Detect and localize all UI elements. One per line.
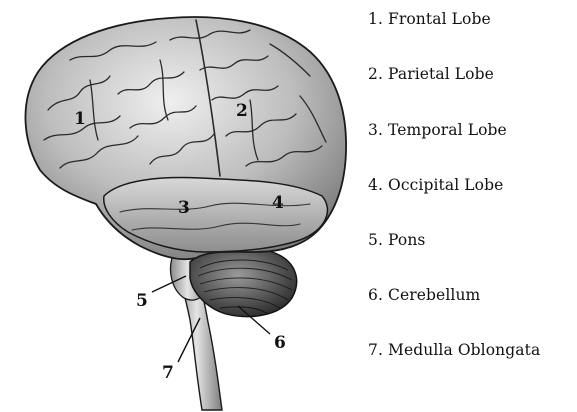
legend-item-pons: 5. Pons [368,231,426,249]
marker-2: 2 [236,101,248,121]
marker-5: 5 [136,291,148,311]
marker-7: 7 [162,363,174,383]
marker-4: 4 [272,193,284,213]
legend-item-temporal-lobe: 3. Temporal Lobe [368,121,507,139]
marker-6: 6 [274,333,286,353]
legend-item-frontal-lobe: 1. Frontal Lobe [368,10,491,28]
marker-3: 3 [178,198,190,218]
marker-1: 1 [74,109,86,129]
legend-item-medulla-oblongata: 7. Medulla Oblongata [368,341,540,359]
legend-item-cerebellum: 6. Cerebellum [368,286,480,304]
legend-item-parietal-lobe: 2. Parietal Lobe [368,65,494,83]
legend-item-occipital-lobe: 4. Occipital Lobe [368,176,503,194]
